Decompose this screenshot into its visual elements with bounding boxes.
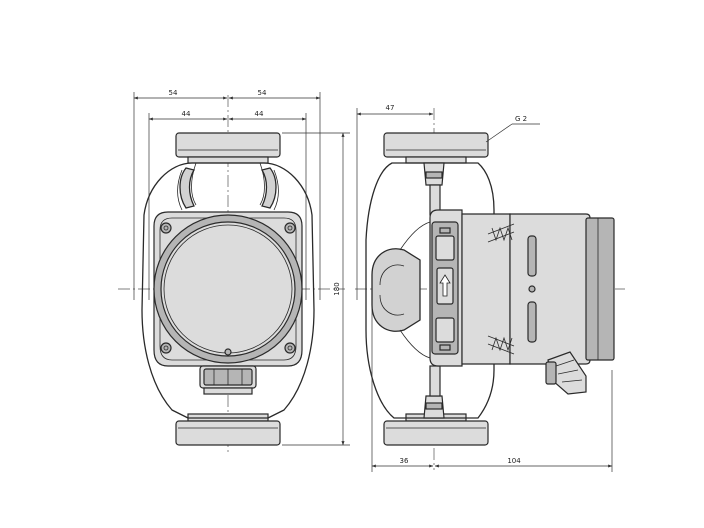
front-volute-contour-right: [259, 162, 279, 211]
front-right-rib: [260, 167, 277, 209]
side-top-flange: [383, 132, 489, 164]
thread-leader-line: [485, 123, 513, 143]
front-left-rib: [179, 167, 196, 209]
front-drain-plug: [224, 348, 232, 356]
side-pump-body: [365, 162, 495, 419]
side-view: G 2 47 36 104: [355, 104, 625, 472]
front-volute-contour-left: [177, 162, 197, 211]
side-neck-bottom: [423, 365, 445, 419]
side-neck-top: [423, 162, 445, 216]
front-top-flange: [175, 132, 281, 164]
dim-front-outer-right: 54: [258, 89, 267, 97]
side-volute-housing: [371, 248, 421, 332]
front-connector-box: [199, 365, 257, 395]
front-motor-face: [160, 221, 296, 357]
dim-front-inner-right: 44: [255, 110, 264, 118]
thread-callout: G 2: [515, 115, 527, 123]
side-plug-connector: [545, 351, 587, 395]
side-dimension-lines: [356, 108, 613, 472]
dim-side-bottom-right: 104: [507, 457, 521, 465]
dim-side-bottom-left: 36: [400, 457, 409, 465]
side-motor-housing: [461, 213, 615, 365]
dim-front-height: 180: [333, 282, 341, 295]
front-pump-body: [141, 162, 315, 419]
front-dimension-lines: [133, 92, 350, 446]
front-view: 54 54 44 44 180: [118, 89, 350, 455]
dim-front-outer-left: 54: [169, 89, 178, 97]
up-arrow-icon: [439, 274, 451, 297]
dim-front-inner-left: 44: [182, 110, 191, 118]
front-mount-bolts: [160, 222, 296, 354]
dim-side-top: 47: [386, 104, 395, 112]
